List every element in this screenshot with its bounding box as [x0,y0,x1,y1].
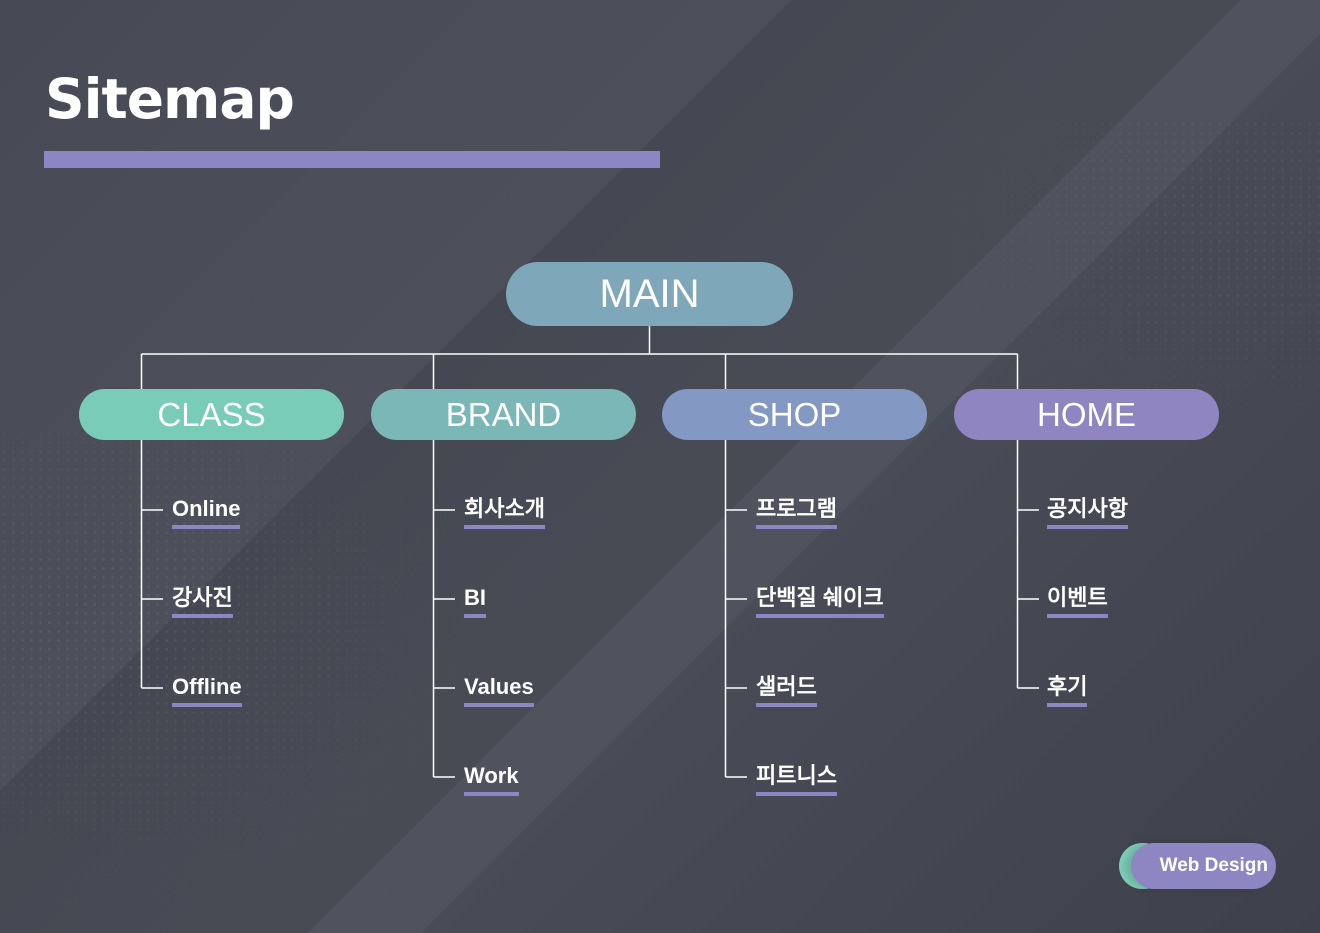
page-item-shop-fitness: 피트니스 [756,765,837,796]
page-item-brand-about: 회사소개 [464,498,545,529]
page-item-label: 피트니스 [756,765,837,796]
page-item-shop-program: 프로그램 [756,498,837,529]
page-item-home-notice: 공지사항 [1047,498,1128,529]
page-item-label: Online [172,498,241,529]
page-title: Sitemap [45,67,295,131]
page-item-label: 단백질 쉐이크 [756,587,884,618]
category-node-brand: BRAND [371,389,636,440]
page-item-home-event: 이벤트 [1047,587,1108,618]
page-item-label: Offline [172,676,242,707]
page-item-class-online: Online [172,498,241,529]
page-item-label: Work [464,765,519,796]
page-item-shop-protein-shake: 단백질 쉐이크 [756,587,884,618]
page-item-class-offline: Offline [172,676,242,707]
page-item-label: 공지사항 [1047,498,1128,529]
page-item-label: 후기 [1047,676,1088,707]
category-node-class: CLASS [79,389,344,440]
page-item-label: 이벤트 [1047,587,1108,618]
page-item-shop-salad: 샐러드 [756,676,817,707]
page-item-label: Values [464,676,534,707]
badge-label: Web Design [1131,843,1276,889]
page-item-brand-bi: BI [464,587,486,618]
page-item-label: 샐러드 [756,676,817,707]
page-item-label: 회사소개 [464,498,545,529]
category-node-home: HOME [954,389,1219,440]
web-design-badge: Web Design [1119,843,1276,889]
page-item-class-instructors: 강사진 [172,587,233,618]
page-item-label: BI [464,587,486,618]
root-node-main: MAIN [506,262,793,326]
page-item-brand-work: Work [464,765,519,796]
page-item-label: 프로그램 [756,498,837,529]
title-underline [44,151,660,168]
category-node-shop: SHOP [662,389,927,440]
page-item-label: 강사진 [172,587,233,618]
page-item-brand-values: Values [464,676,534,707]
page-item-home-review: 후기 [1047,676,1088,707]
